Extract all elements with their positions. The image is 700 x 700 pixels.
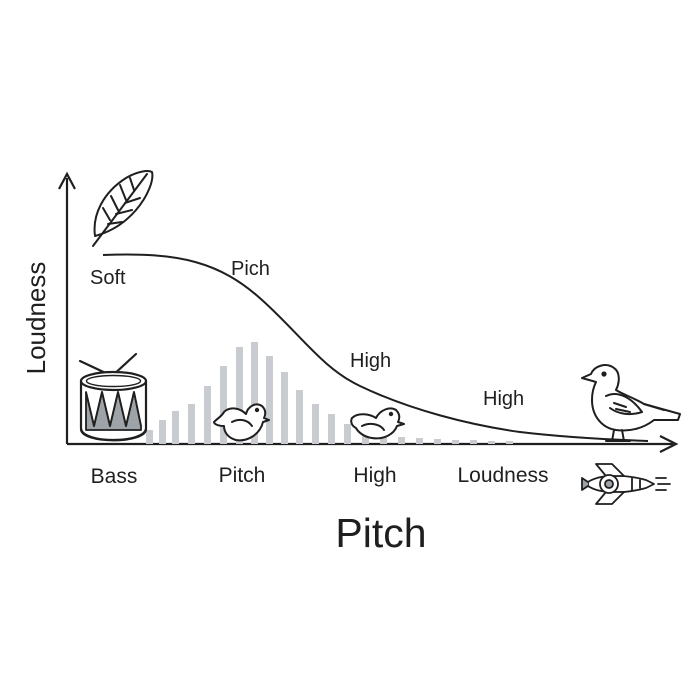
loudness-curve	[102, 253, 649, 442]
curve-label-high-right: High	[483, 388, 525, 410]
small-bird-icon	[213, 403, 270, 442]
spectrum-bar	[296, 390, 303, 444]
spectrum-bar	[488, 441, 495, 444]
y-axis-title: Loudness	[21, 261, 51, 375]
spectrum-bar	[220, 366, 227, 444]
spectrum-bar	[146, 430, 153, 444]
spectrum-bar	[434, 439, 441, 444]
spectrum-bar	[470, 440, 477, 444]
spectrum-bar	[188, 404, 195, 444]
spectrum-bar	[344, 424, 351, 444]
spectrum-bar	[398, 437, 405, 444]
spectrum-bar	[281, 372, 288, 444]
spectrum-bar	[312, 404, 319, 444]
y-axis-arrowhead	[58, 171, 76, 190]
drum-icon	[78, 352, 148, 442]
curve-label-pich: Pich	[231, 258, 270, 280]
spectrum-bar	[328, 414, 335, 444]
x-label-loudness: Loudness	[457, 464, 549, 487]
spectrum-bar	[251, 342, 258, 444]
x-label-high: High	[353, 464, 397, 487]
spectrum-bar	[204, 386, 211, 444]
rocket-icon	[581, 463, 671, 505]
curve-label-high: High	[350, 350, 392, 372]
x-label-bass: Bass	[90, 465, 138, 488]
curve-label-soft: Soft	[90, 267, 126, 289]
small-bird-icon	[350, 407, 405, 440]
spectrum-bar	[236, 347, 243, 444]
x-axis-arrowhead	[659, 435, 679, 453]
bird-icon	[581, 364, 681, 442]
spectrum-bars	[146, 342, 513, 444]
feather-icon	[92, 170, 154, 247]
spectrum-bar	[266, 356, 273, 444]
x-axis-title: Pitch	[335, 510, 427, 556]
x-label-pitch: Pitch	[218, 464, 266, 487]
spectrum-bar	[159, 420, 166, 444]
spectrum-bar	[380, 434, 387, 444]
spectrum-bar	[416, 438, 423, 444]
spectrum-bar	[506, 441, 513, 444]
spectrum-bar	[172, 411, 179, 444]
spectrum-bar	[452, 440, 459, 444]
